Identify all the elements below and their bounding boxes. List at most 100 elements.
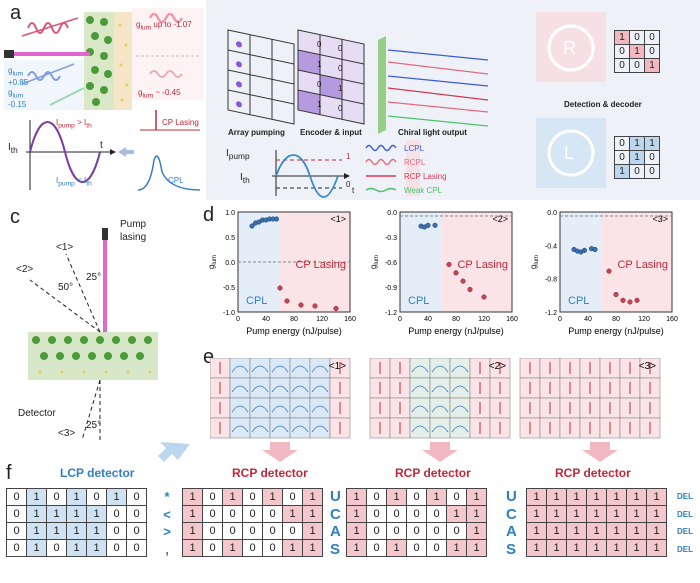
table-cell: 1 [586,488,607,506]
spectrum-curve [271,385,289,393]
lasing-point [312,303,318,309]
table-cell: 1 [566,539,587,557]
b-ipump-label: Ipump [226,148,250,161]
position-3-label: <3> [58,428,76,439]
ith-label: Ith [8,142,18,155]
table-cell: 1 [302,505,323,523]
letter: A [506,523,517,540]
R-letter: R [563,38,576,58]
x-tick-label: 120 [478,316,490,323]
arrow-diag-lcp [158,442,190,462]
lasing-point [284,298,290,304]
R-cell: 1 [629,44,645,59]
lasing-point [453,270,459,276]
spectrum-curve [451,405,469,413]
table-cell: 1 [46,505,67,523]
lasing-point [446,261,452,268]
panel-label-c: c [10,206,20,228]
table-cell: 0 [426,522,447,540]
table-cell: 1 [182,522,203,540]
panel-label-e: e [203,346,215,368]
table-cell: 1 [26,488,47,506]
legend-weak-cpl: Weak CPL [404,186,443,195]
table-cell: 1 [86,539,107,557]
spectrum-curve [431,405,449,413]
table-cell: 0 [126,522,147,540]
enc-r3c1: 0 [338,104,343,113]
table-cell: 1 [626,522,647,540]
table-cell: 1 [222,539,243,557]
table-cell: 1 [26,522,47,540]
y-tick-label: -1.2 [385,310,397,317]
L-cell: 0 [614,136,630,151]
table-cell: 0 [106,505,127,523]
y-tick-label: -0.9 [385,285,397,292]
L-cell: 0 [629,164,645,179]
table-cell: 1 [26,505,47,523]
ipump-gt-label: Ipump > Ith [56,118,92,130]
x-tick-label: 120 [316,316,328,323]
panel-label-a: a [10,2,22,24]
spectrum-cell [309,377,331,399]
helix-axis-left [21,17,79,37]
spectrum-curve [251,385,269,393]
spectrum-curve [411,365,429,373]
glum-left1-label: glum+0.85 [8,66,29,87]
legend-weak-cpl-glyph [365,187,397,193]
helix-pink-right [148,12,184,24]
enc-r1c0: 1 [317,60,322,69]
arrow-down-1 [262,442,298,462]
spectrum-tag: <2> [489,361,506,372]
table-cell: 1 [386,539,407,557]
spectrum-cell [229,358,251,379]
crystal-molecules [86,16,112,106]
spectrum-curve [271,425,289,433]
table-cell: 0 [386,505,407,523]
spectrum-cell [229,397,251,419]
letter: C [330,505,341,523]
x-axis-label: Pump energy (nJ/pulse) [568,326,664,336]
table-cell: 0 [242,539,263,557]
spectrum-cell [409,377,431,399]
table-cell: 1 [346,505,367,523]
spectrum-cell [229,417,251,439]
table-cell: 1 [302,488,323,506]
L-cell: 1 [629,136,645,151]
symbol-gt: > [163,524,171,539]
x-tick-label: 0 [236,316,240,323]
spectrum-cell [269,397,291,419]
sample-dots [38,370,152,374]
x-tick-label: 120 [638,316,650,323]
pump-lasing-label: Pump lasing [120,219,147,243]
table-cell: 0 [6,488,27,506]
del-labels: DEL DEL DEL DEL [677,488,693,558]
enc-r0c0: 0 [317,40,322,49]
table-cell: 1 [566,522,587,540]
L-cell: 0 [644,150,660,165]
x-tick-label: 80 [290,316,298,323]
spectrum-cell [269,417,291,439]
detector-label: Detector [18,408,56,419]
x-tick-label: 40 [262,316,270,323]
enc-r3c0: 1 [317,100,322,109]
table-cell: 1 [606,539,627,557]
table-cell: 0 [46,488,67,506]
table-cell: 1 [626,505,647,523]
y-axis-label: glum [207,255,218,269]
lasing-point [613,291,619,298]
R-cell: 1 [644,58,660,73]
table-cell: 0 [202,505,223,523]
array-pumping-label: Array pumping [228,128,285,137]
table-cell: 1 [626,539,647,557]
y-tick-label: 0.0 [387,210,397,217]
x-tick-label: 40 [424,316,432,323]
chart-tag: <3> [652,214,668,224]
x-axis-label: Pump energy (nJ/pulse) [246,326,342,336]
table-cell: 0 [6,522,27,540]
spectrum-cell [309,358,331,379]
spectrum-curve [451,365,469,373]
